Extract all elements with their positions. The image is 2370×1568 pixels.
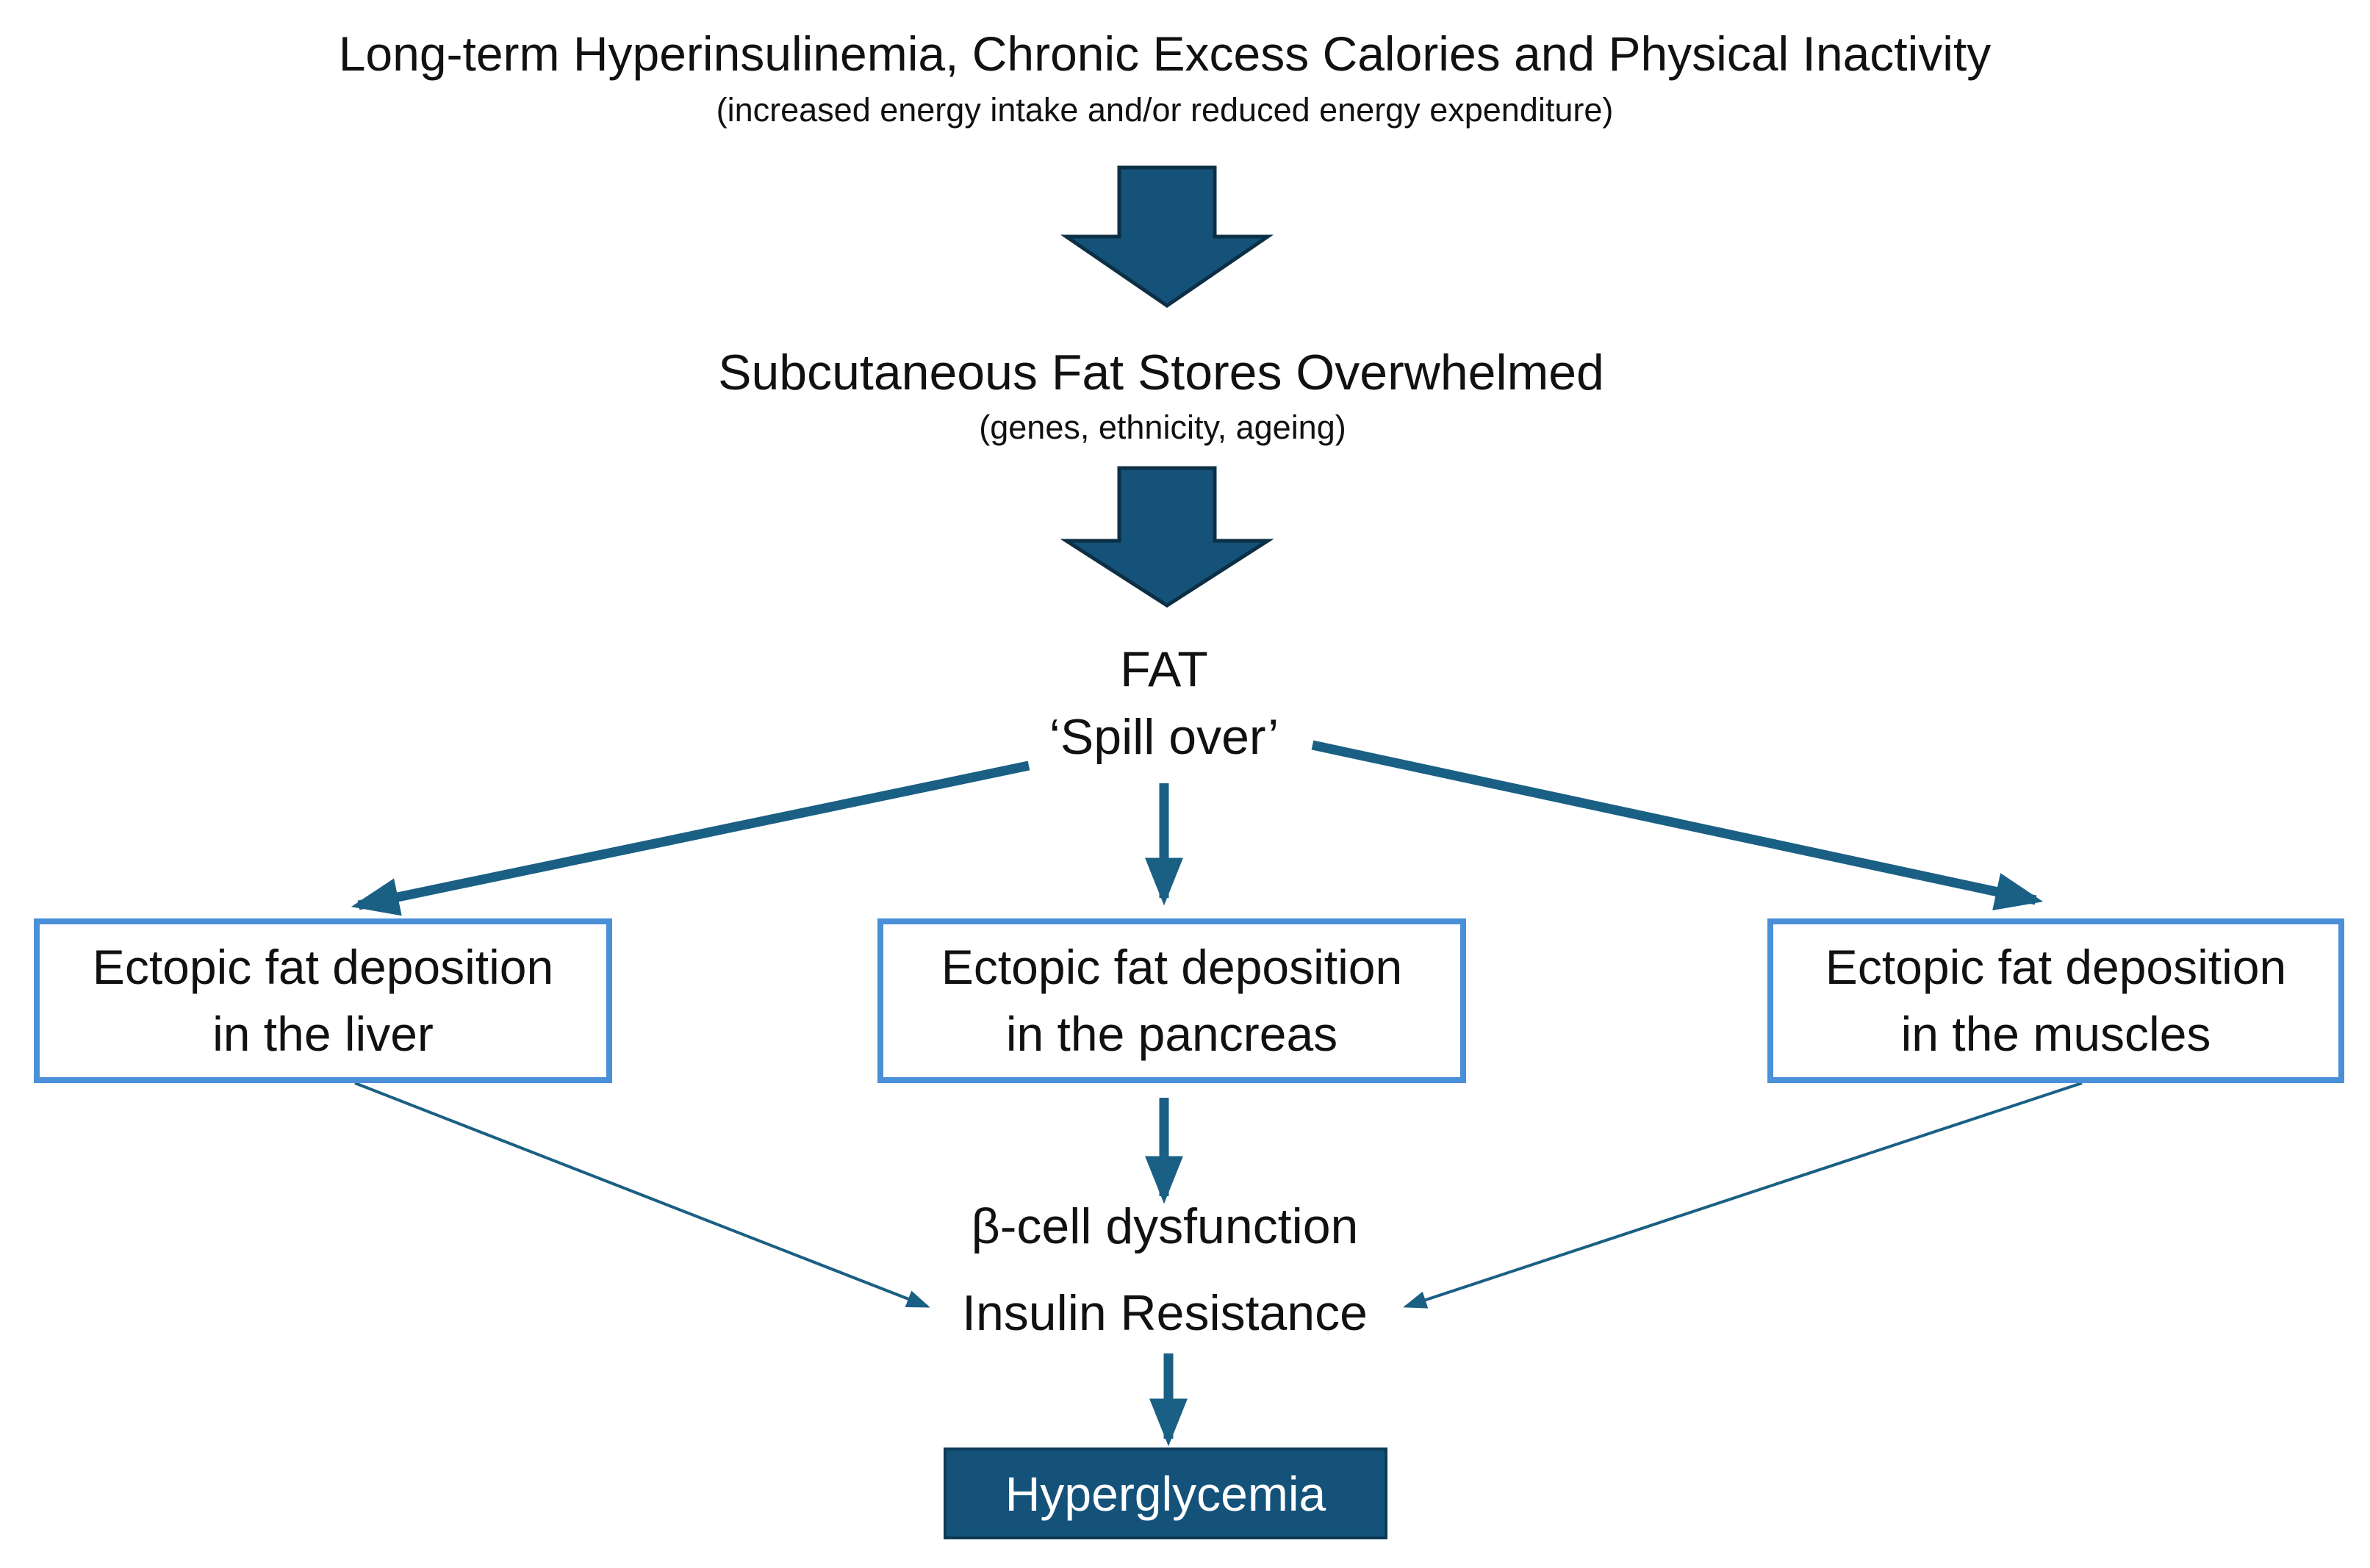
pancreas-box: Ectopic fat deposition in the pancreas bbox=[877, 918, 1466, 1083]
beta-cell-dysfunction: β-cell dysfunction bbox=[971, 1198, 1359, 1254]
arrow-to-muscles bbox=[1311, 740, 2044, 910]
hyperglycemia-label: Hyperglycemia bbox=[1005, 1466, 1326, 1521]
pancreas-box-line2: in the pancreas bbox=[1005, 1007, 1338, 1061]
liver-box: Ectopic fat deposition in the liver bbox=[34, 918, 612, 1083]
arrow-liver-to-ir bbox=[354, 1082, 930, 1308]
middle-subtitle: (genes, ethnicity, ageing) bbox=[979, 409, 1346, 446]
pancreas-box-line1: Ectopic fat deposition bbox=[941, 939, 1403, 994]
block-arrow-2 bbox=[1060, 466, 1274, 608]
arrow-to-liver bbox=[351, 760, 1030, 916]
muscles-box: Ectopic fat deposition in the muscles bbox=[1767, 918, 2344, 1083]
top-title: Long-term Hyperinsulinemia, Chronic Exce… bbox=[338, 26, 1992, 81]
top-subtitle: (increased energy intake and/or reduced … bbox=[716, 91, 1614, 129]
fat-label: FAT bbox=[1120, 641, 1208, 697]
hyperglycemia-box: Hyperglycemia bbox=[944, 1447, 1387, 1539]
spill-over-label: ‘Spill over’ bbox=[1049, 709, 1279, 765]
arrow-muscles-to-ir bbox=[1403, 1082, 2083, 1309]
muscles-box-line2: in the muscles bbox=[1900, 1007, 2211, 1061]
liver-box-line2: in the liver bbox=[212, 1007, 434, 1061]
insulin-resistance: Insulin Resistance bbox=[962, 1285, 1368, 1341]
block-arrow-1 bbox=[1060, 165, 1274, 309]
liver-box-line1: Ectopic fat deposition bbox=[92, 939, 554, 994]
muscles-box-line1: Ectopic fat deposition bbox=[1825, 939, 2287, 994]
middle-title: Subcutaneous Fat Stores Overwhelmed bbox=[718, 345, 1604, 400]
